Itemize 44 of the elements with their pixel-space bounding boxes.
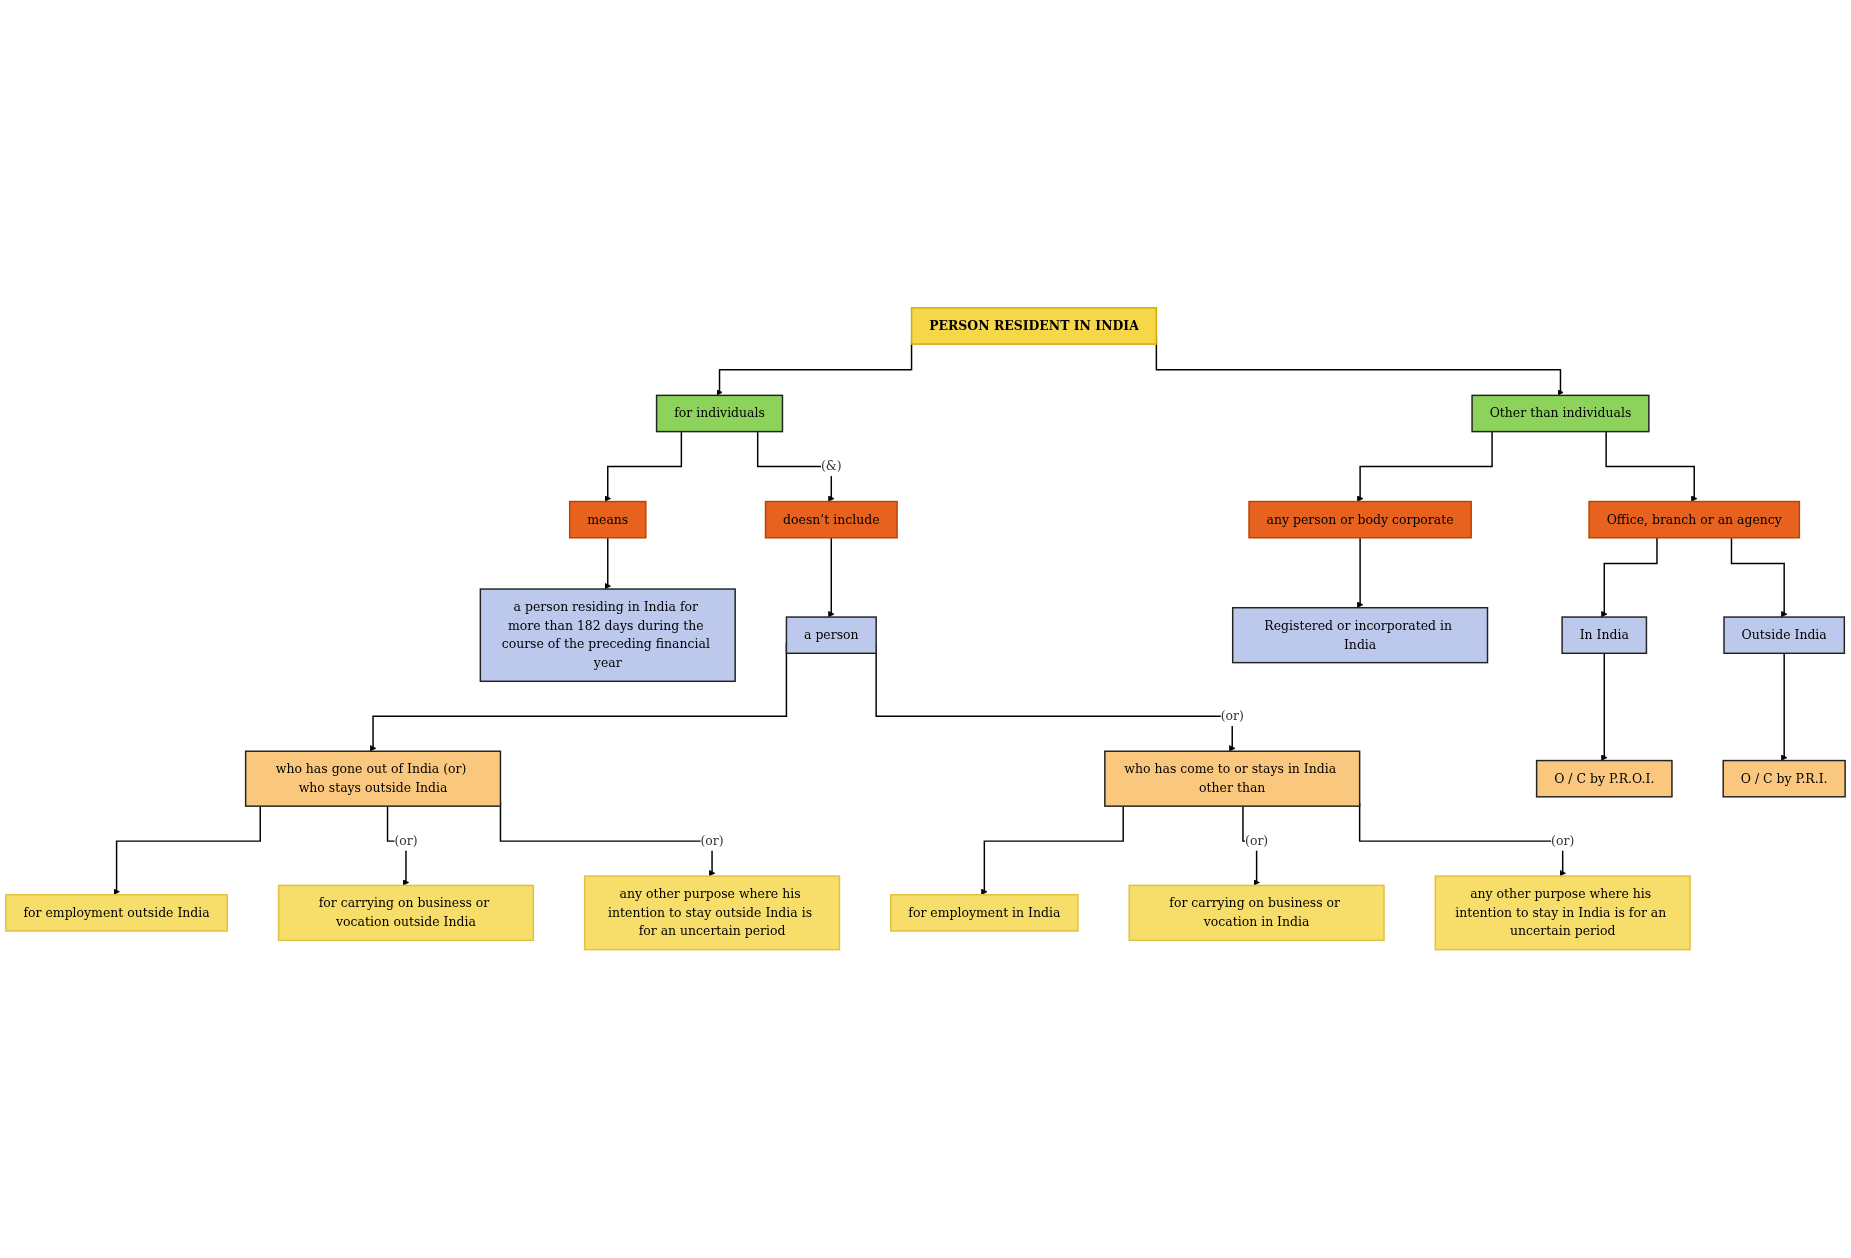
arrow: [1601, 537, 1658, 618]
node-box: who has come to or stays in India other than: [1104, 750, 1361, 808]
node-box: for employment in India: [890, 894, 1079, 932]
node-box: a person residing in India for more than 182 days during the course of the preceding financial year: [479, 588, 736, 683]
node-box: In India: [1561, 616, 1648, 655]
arrow: [1242, 805, 1260, 886]
arrow: [113, 805, 261, 896]
node-box: who has gone out of India (or) who stays outside India: [244, 750, 502, 808]
arrow: [1730, 537, 1788, 618]
node-box: O / C by P.R.O.I.: [1535, 760, 1673, 798]
node-box: for carrying on business or vocation outside India: [277, 884, 535, 942]
node-box: for employment outside India: [5, 894, 229, 932]
arrow: [1601, 652, 1608, 762]
node-box: Office, branch or an agency: [1588, 501, 1801, 539]
edge-label: (or): [394, 833, 418, 849]
arrow: [1605, 431, 1698, 503]
node-box: a person: [785, 616, 877, 655]
node-box: Outside India: [1723, 616, 1846, 655]
arrow: [828, 537, 835, 618]
node-box: O / C by P.R.I.: [1722, 760, 1846, 798]
arrow: [716, 342, 913, 396]
arrow: [386, 805, 410, 886]
node-box: doesn’t include: [764, 501, 898, 539]
edge-label: (&): [820, 458, 842, 474]
edge-label: (or): [700, 833, 724, 849]
node-box: for individuals: [655, 394, 784, 433]
arrow: [1356, 431, 1493, 503]
node-box: PERSON RESIDENT IN INDIA: [910, 307, 1158, 346]
edge-label: (or): [1220, 708, 1244, 724]
node-box: for carrying on business or vocation in India: [1128, 884, 1385, 942]
arrow: [756, 431, 835, 503]
arrow: [981, 805, 1124, 896]
node-box: means: [568, 501, 647, 539]
node-box: any person or body corporate: [1248, 501, 1472, 539]
arrow: [604, 537, 611, 590]
node-box: any other purpose where his intention to stay outside India is for an uncertain period: [583, 875, 841, 951]
arrow: [1356, 537, 1364, 609]
node-box: any other purpose where his intention to stay in India is for an uncertain period: [1434, 875, 1691, 951]
arrow: [1780, 652, 1788, 762]
edge-label: (or): [1245, 833, 1269, 849]
edge-label: (or): [1551, 833, 1575, 849]
node-box: Registered or incorporated in India: [1231, 607, 1489, 664]
arrow: [604, 431, 683, 503]
node-box: Other than individuals: [1471, 394, 1650, 433]
